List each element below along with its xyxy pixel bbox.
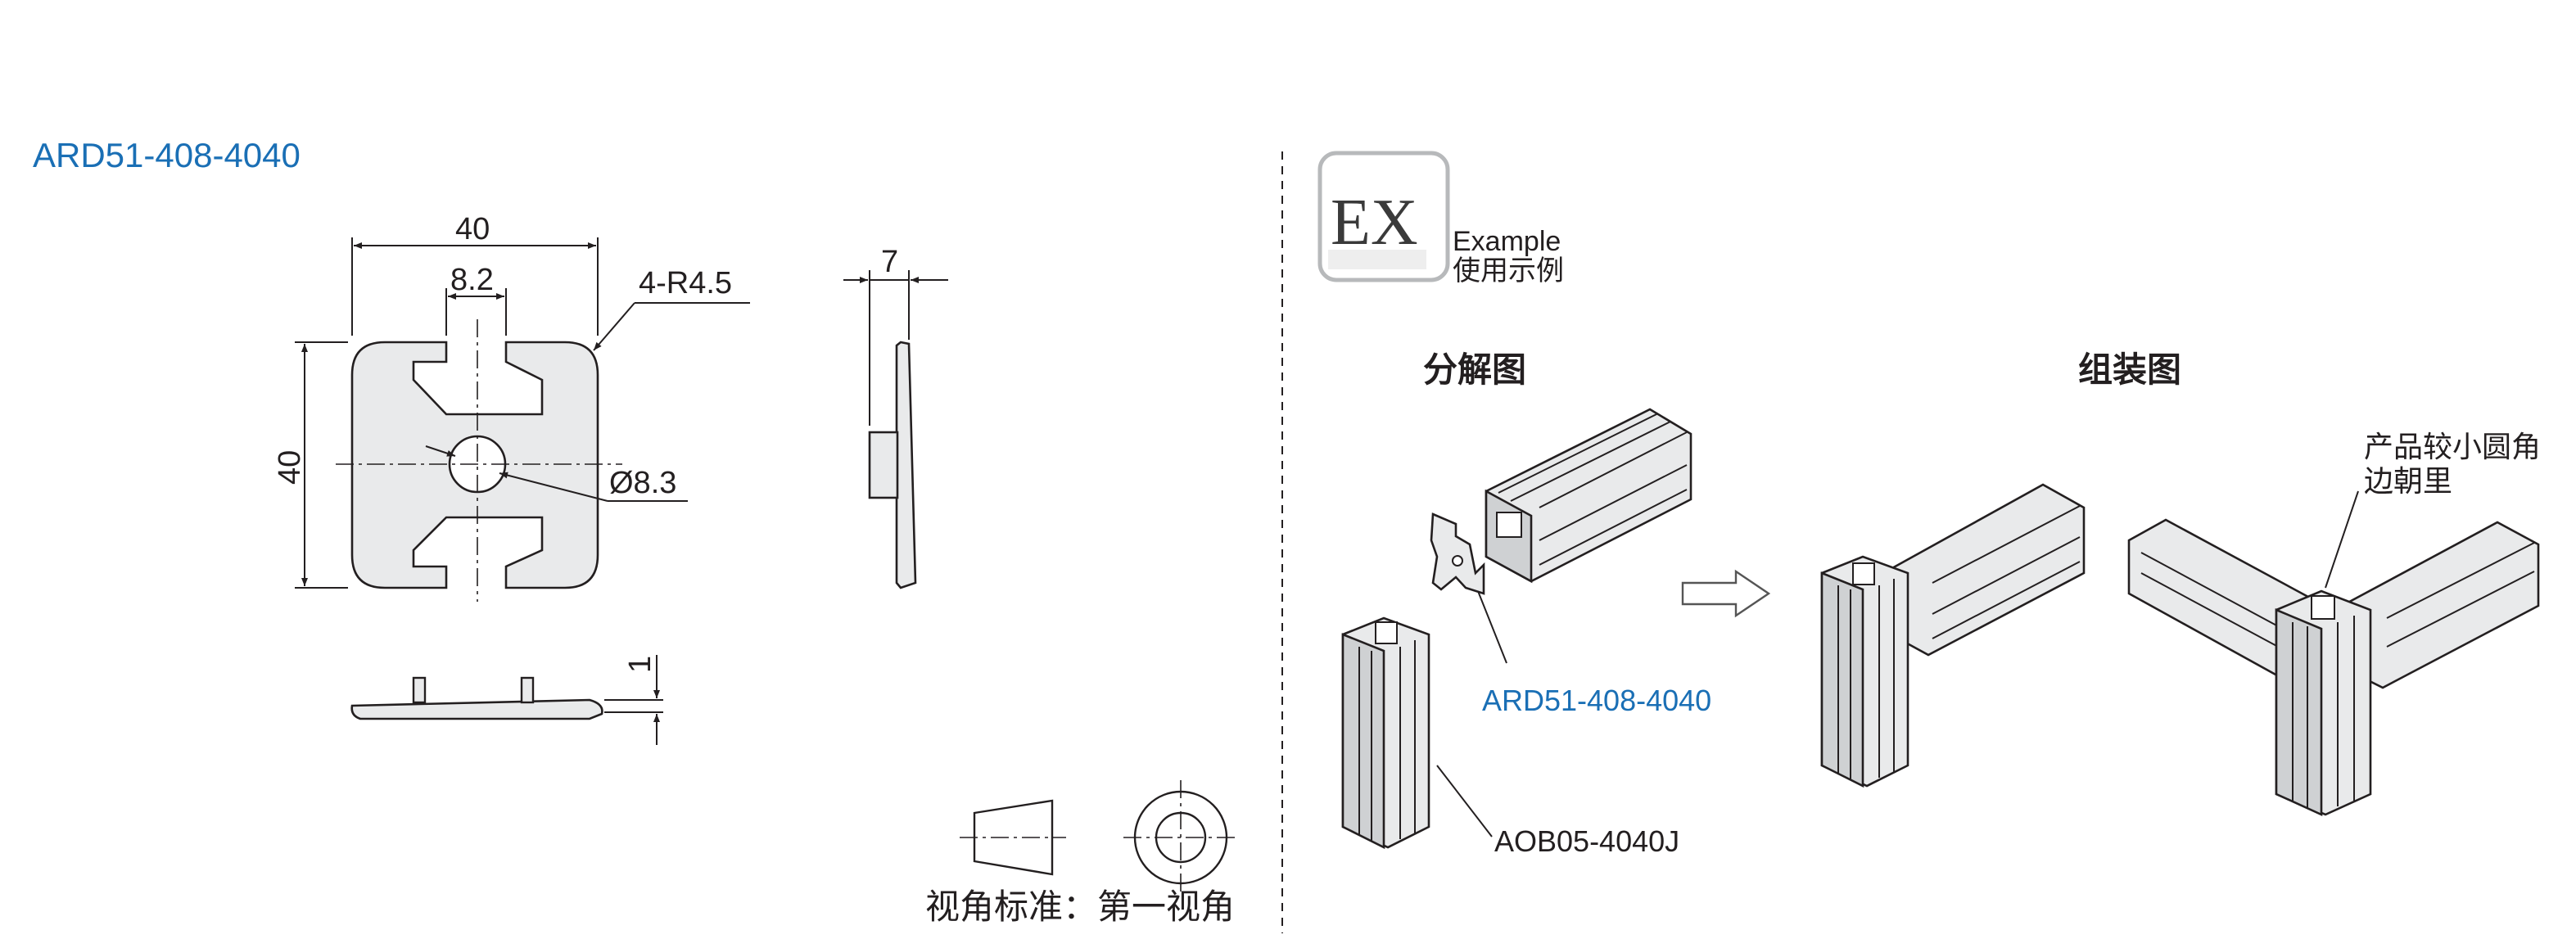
bottom-view: 1: [350, 655, 663, 745]
arrow-icon: [1681, 569, 1771, 618]
projection-symbol: [960, 780, 1238, 895]
cap-part-callout: ARD51-408-4040: [1482, 684, 1711, 717]
dim-height-label: 40: [273, 450, 307, 485]
note-line-2: 边朝里: [2364, 464, 2452, 498]
front-view: [336, 319, 622, 602]
assembled-l-joint: [1820, 483, 2086, 788]
assembled-heading: 组装图: [2078, 350, 2181, 389]
dim-slot: 8.2: [445, 263, 507, 336]
dim-slot-label: 8.2: [450, 263, 494, 297]
dim-radius: 4-R4.5: [593, 266, 750, 351]
dim-radius-label: 4-R4.5: [639, 266, 732, 300]
dim-tab-label: 1: [623, 656, 658, 673]
dim-hole: Ø8.3: [425, 445, 688, 502]
dim-hole-label: Ø8.3: [609, 466, 676, 500]
example-icon: EX: [1331, 187, 1418, 259]
dim-height: 40: [273, 341, 348, 589]
dim-width: 40: [351, 212, 599, 336]
note-line-1: 产品较小圆角: [2364, 430, 2541, 463]
view-standard-label: 视角标准：第一视角: [925, 887, 1235, 926]
example-label-cn: 使用示例: [1453, 255, 1564, 287]
side-view: 7: [843, 245, 948, 589]
profile-part-callout: AOB05-4040J: [1494, 824, 1679, 858]
dim-width-label: 40: [455, 212, 490, 246]
example-badge: EX: [1317, 151, 1450, 282]
exploded-vertical-profile: [1341, 616, 1493, 850]
exploded-horizontal-profile: [1485, 408, 1692, 584]
example-label-en: Example: [1453, 226, 1561, 257]
dim-thickness-label: 7: [881, 245, 898, 279]
exploded-end-cap: [1430, 512, 1507, 664]
assembled-3way-joint: [2127, 490, 2540, 817]
exploded-heading: 分解图: [1423, 350, 1526, 389]
part-number-title: ARD51-408-4040: [33, 136, 301, 174]
